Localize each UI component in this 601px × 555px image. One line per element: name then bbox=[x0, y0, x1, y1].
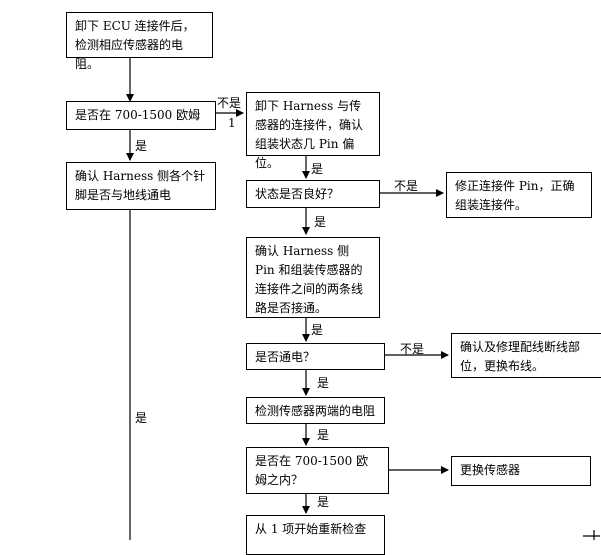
decision-resistance-range: 是否在 700-1500 欧姆 bbox=[66, 101, 216, 130]
label-yes-long-line: 是 bbox=[135, 411, 148, 425]
step-measure-sensor-resistance: 检测传感器两端的电阻 bbox=[246, 397, 385, 424]
step-check-two-lines: 确认 Harness 侧 Pin 和组装传感器的连接件之间的两条线路是否接通。 bbox=[246, 237, 380, 318]
step-remove-harness-connector: 卸下 Harness 与传感器的连接件，确认组装状态几 Pin 偏位。 bbox=[246, 92, 380, 170]
label-yes-n5-n7: 是 bbox=[314, 215, 327, 229]
step-remove-ecu-connector: 卸下 ECU 连接件后，检测相应传感器的电阻。 bbox=[66, 12, 213, 71]
step-replace-sensor: 更换传感器 bbox=[451, 456, 591, 486]
step-fix-connector-pin: 修正连接件 Pin，正确组装连接件。 bbox=[446, 172, 592, 218]
label-no-n5-n6: 不是 bbox=[394, 179, 419, 193]
step-check-harness-ground: 确认 Harness 侧各个针脚是否与地线通电 bbox=[66, 162, 216, 210]
decision-conduction: 是否通电？ bbox=[246, 343, 385, 370]
label-no-n8-n9: 不是 bbox=[400, 342, 425, 356]
decision-state-ok: 状态是否良好？ bbox=[246, 180, 380, 208]
label-yes-n7-n8: 是 bbox=[311, 323, 324, 337]
label-yes-n4-n5: 是 bbox=[311, 162, 324, 176]
label-no-n2-n4: 不是 bbox=[217, 96, 242, 110]
label-yes-n8-n10: 是 bbox=[317, 376, 330, 390]
step-repair-wiring: 确认及修理配线断线部位，更换布线。 bbox=[451, 333, 601, 378]
label-yes-n11-n13: 是 bbox=[317, 495, 330, 509]
connector-lines bbox=[126, 57, 600, 540]
label-yes-n2-n3: 是 bbox=[135, 139, 148, 153]
label-jump-1: 1 bbox=[228, 116, 236, 130]
step-recheck-from-one: 从 1 项开始重新检查 bbox=[246, 515, 385, 555]
step-recheck-from-one-text: 从 1 项开始重新检查 bbox=[255, 522, 367, 536]
label-yes-n10-n11: 是 bbox=[317, 428, 330, 442]
decision-resistance-within-range: 是否在 700-1500 欧姆之内？ bbox=[246, 447, 389, 494]
